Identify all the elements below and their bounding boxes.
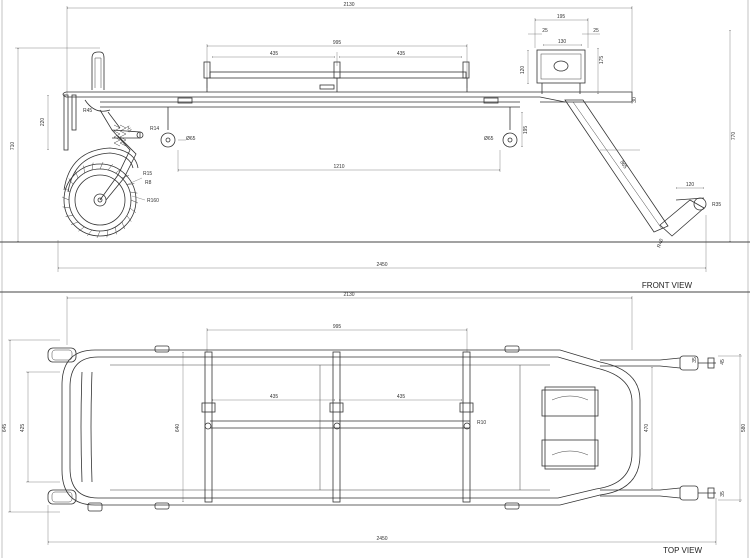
dim-label: 470 [644, 424, 650, 433]
dim-label: R160 [147, 198, 159, 204]
dim-label: 645 [2, 424, 8, 433]
dim-overall-bottom: 2450 [57, 215, 707, 272]
dim-label: R45 [83, 108, 92, 114]
dim-label: 435 [270, 51, 279, 57]
dim-overall-top: 2130 [66, 292, 633, 350]
dim-label: R8 [145, 180, 152, 186]
dim-label: 220 [40, 118, 46, 127]
view-title: FRONT VIEW [642, 281, 693, 290]
dim-label: 35 [692, 357, 698, 363]
tread-tooth [129, 191, 138, 194]
dim-label: 995 [333, 324, 342, 330]
dim-label: 120 [686, 182, 695, 188]
dim-label: 195 [523, 126, 529, 135]
tread-tooth [126, 215, 132, 222]
tread-tooth [130, 199, 138, 204]
dim-label: 2130 [343, 2, 354, 8]
tread-tooth [129, 207, 136, 213]
dim-label: 640 [175, 424, 181, 433]
dim-right: 470 580 35 45 35 [644, 353, 747, 503]
casters-top [87, 345, 520, 512]
dim-right: 770 [729, 29, 737, 243]
tread-tooth [115, 226, 117, 235]
dim-label: 435 [397, 394, 406, 400]
dim-label: 195 [557, 14, 566, 20]
dim-label: 770 [731, 132, 737, 141]
dim-overall-top: 2130 [66, 2, 633, 95]
dim-label: 995 [333, 40, 342, 46]
dim-label: R35 [712, 202, 721, 208]
dim-label: R10 [477, 420, 486, 426]
caster-left: Ø65 [160, 107, 196, 148]
dim-wheelbase: 1210 [177, 150, 501, 172]
dim-label: Ø65 [484, 136, 494, 142]
caster-right: Ø65 195 [484, 107, 529, 148]
tread-tooth [70, 221, 79, 225]
main-frame [62, 61, 633, 151]
dim-left: 645 425 640 [2, 339, 184, 513]
head-support-box [536, 49, 586, 94]
dim-label: R14 [150, 126, 159, 132]
dim-label: 2450 [376, 262, 387, 268]
tread-tooth [65, 215, 74, 217]
dim-label: R15 [143, 171, 152, 177]
dim-left: 710 220 [10, 47, 100, 243]
large-wheel [62, 147, 139, 238]
dim-label: 2130 [343, 292, 354, 298]
dim-label: 2450 [376, 536, 387, 542]
backrest [91, 51, 105, 90]
tread-tooth [62, 206, 71, 209]
dim-label: Ø65 [186, 136, 196, 142]
dim-label: 45 [720, 359, 726, 365]
dim-label: 865 [618, 160, 628, 170]
dim-label: 120 [520, 66, 526, 75]
dim-label: 1210 [333, 164, 344, 170]
dim-label: 130 [558, 39, 567, 45]
tread-tooth [121, 175, 130, 179]
head-box-top [541, 386, 599, 470]
tread-tooth [126, 183, 135, 185]
straps: R10 [201, 351, 486, 503]
dim-head-box: 195 25 25 130 120 175 30 [520, 14, 638, 104]
dim-label: 25 [593, 28, 599, 34]
rear-leg: 865 120 R35 R40 [564, 99, 721, 249]
dim-label: 175 [599, 56, 605, 65]
dim-label: 580 [741, 424, 747, 433]
tread-tooth [83, 165, 85, 174]
dim-frame: 995 435 435 [206, 40, 468, 88]
dim-label: 25 [542, 28, 548, 34]
view-title: TOP VIEW [663, 546, 702, 555]
dim-label: 435 [397, 51, 406, 57]
dim-label: R40 [656, 238, 665, 249]
tread-tooth [91, 162, 94, 171]
dim-overall-bottom: 2450 [47, 498, 717, 545]
tread-tooth [64, 187, 71, 193]
dim-label: 710 [10, 142, 16, 151]
dim-label: 435 [270, 394, 279, 400]
top-view: 2130 995 435 435 [2, 292, 747, 555]
dim-label: H1 [124, 125, 133, 134]
tread-tooth [106, 229, 109, 238]
dim-frame: 995 435 435 [206, 324, 468, 401]
stretcher-frame [47, 347, 641, 506]
dim-label: 425 [20, 424, 26, 433]
dim-label: 35 [720, 491, 726, 497]
suspension: H1 R15 R8 R160 [99, 109, 159, 204]
tread-tooth [121, 221, 125, 230]
tread-tooth [75, 170, 79, 179]
dim-label: 30 [632, 97, 638, 103]
tread-tooth [62, 196, 70, 201]
tread-tooth [99, 162, 104, 170]
tread-tooth [96, 230, 101, 238]
tread-tooth [107, 164, 113, 171]
tread-tooth [87, 229, 93, 236]
tread-tooth [78, 226, 85, 232]
rear-handles [600, 355, 716, 501]
